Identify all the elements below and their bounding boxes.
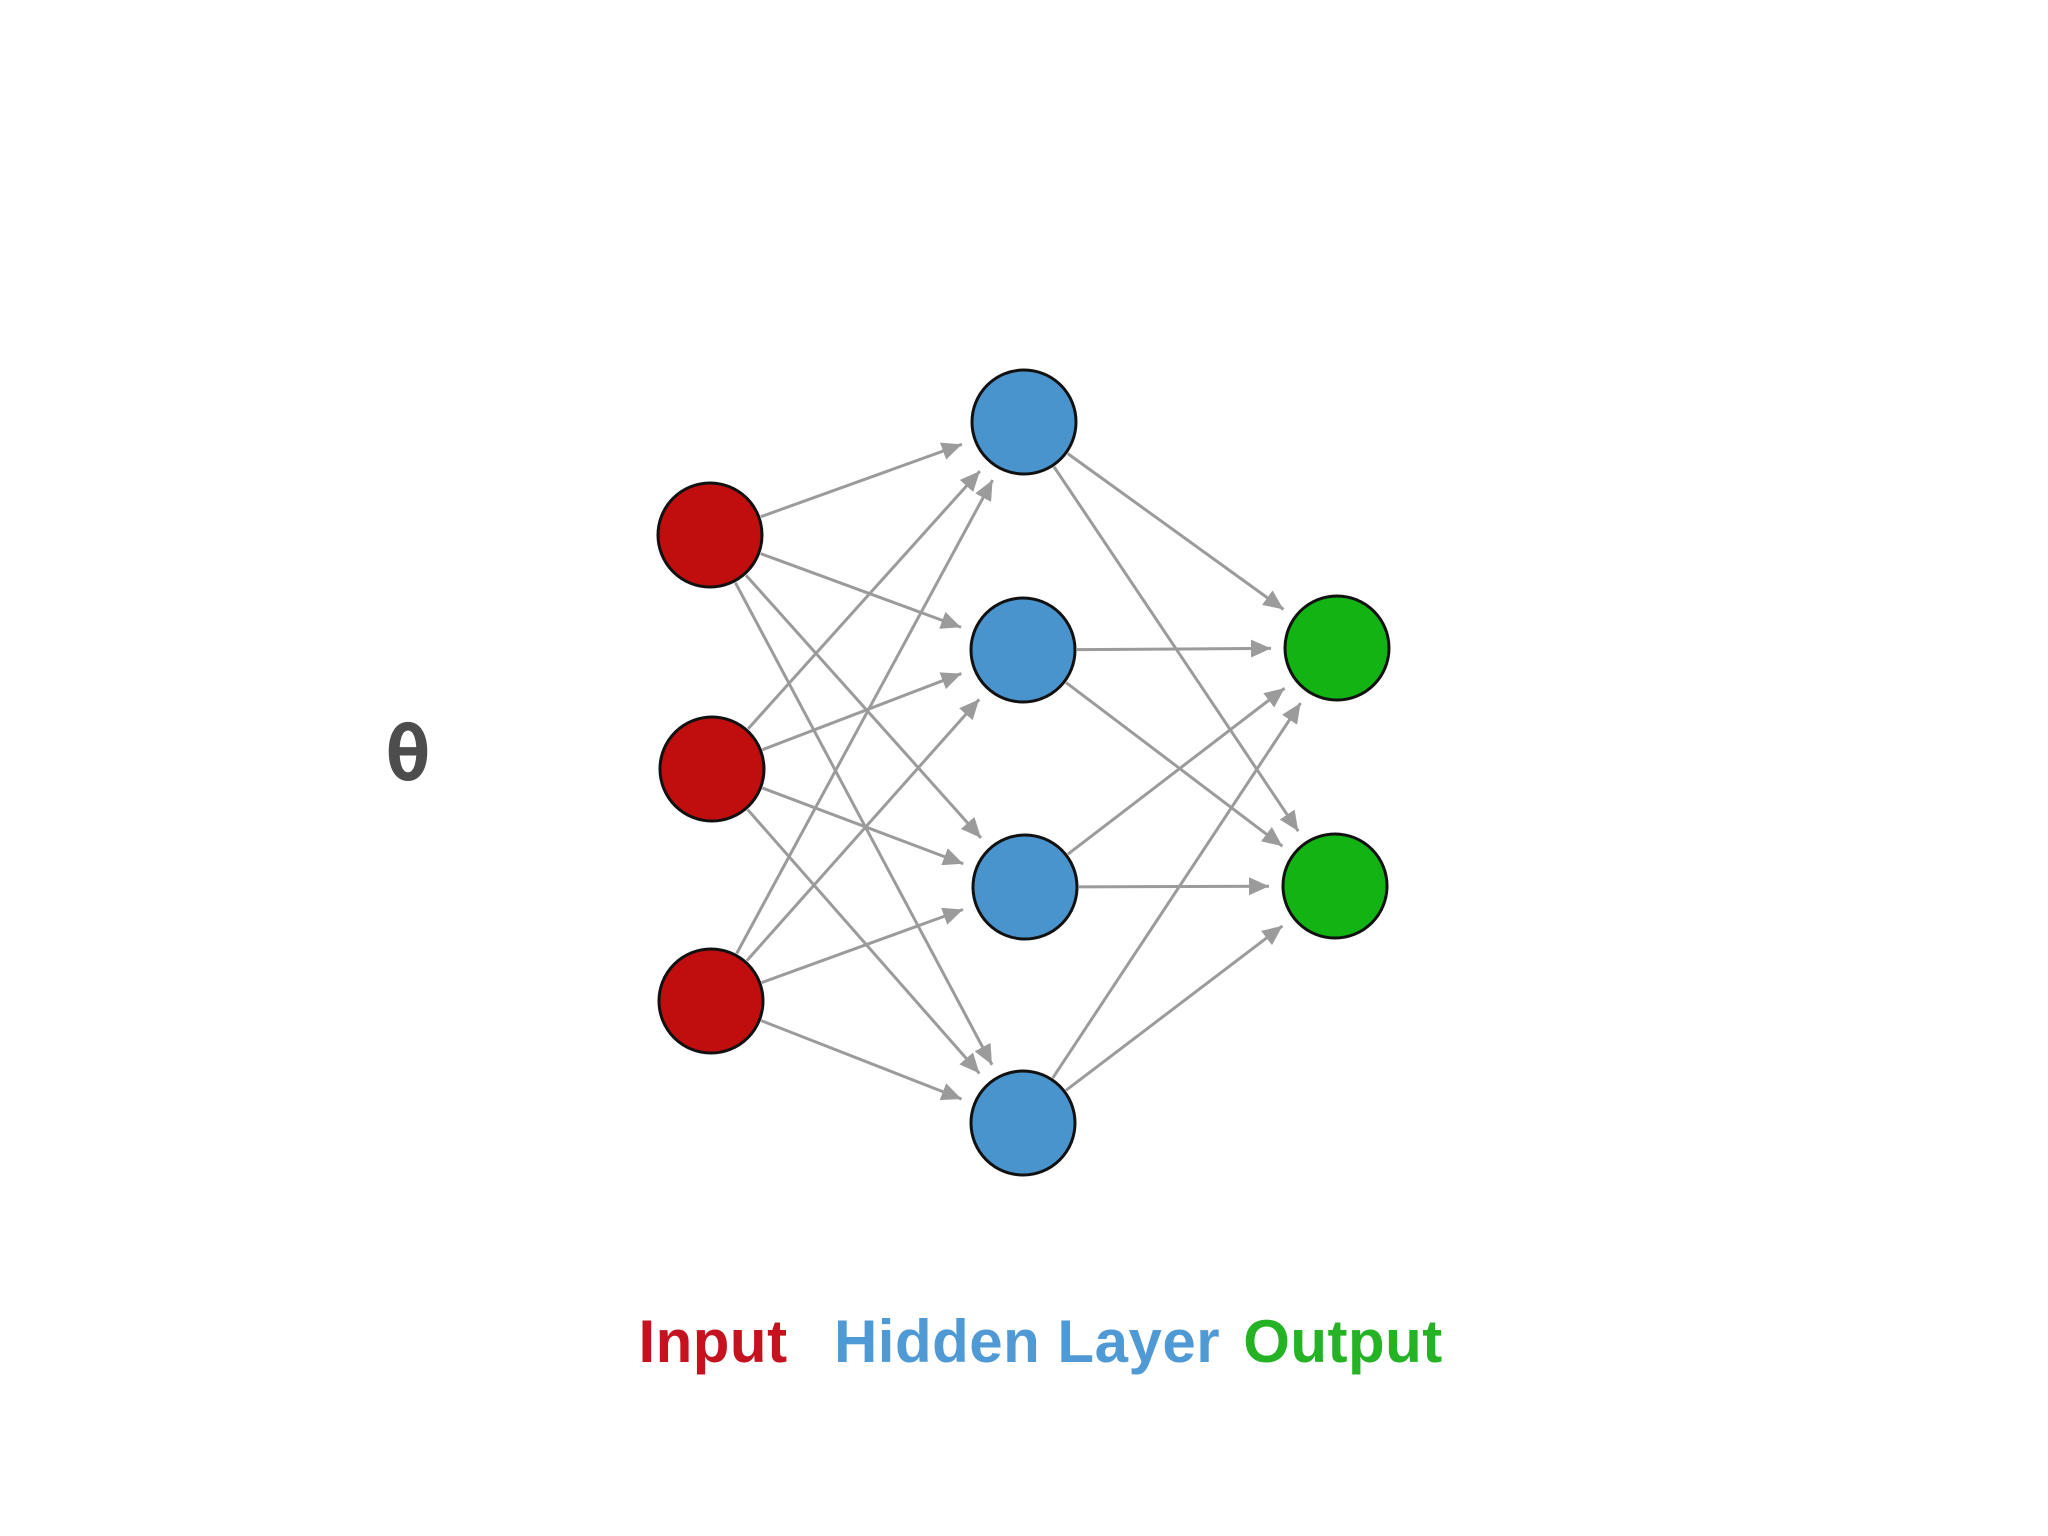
- edge-arrow-h1-o1: [1066, 452, 1285, 611]
- edge-arrow-h2-o2: [1065, 681, 1284, 848]
- edge-arrow-h2-o1: [1076, 639, 1272, 658]
- input-node-i3: [657, 947, 765, 1055]
- legend-input-label: Input: [638, 1308, 788, 1375]
- edge-arrow-h3-o1: [1066, 686, 1286, 856]
- edge-arrow-i3-h4: [760, 1019, 963, 1101]
- output-node-o1: [1283, 594, 1391, 702]
- hidden-node-h1: [970, 368, 1078, 476]
- edge-arrow-i1-h2: [760, 552, 962, 629]
- output-node-o2: [1281, 832, 1389, 940]
- edge-arrow-i2-h3: [761, 786, 964, 866]
- edge-arrow-i2-h1: [746, 470, 981, 730]
- edge-arrow-i1-h3: [744, 574, 983, 839]
- hidden-node-h2: [969, 596, 1077, 704]
- legend-hidden-layer-label: Hidden Layer: [833, 1308, 1221, 1375]
- edge-arrow-h4-o2: [1065, 924, 1284, 1092]
- edge-arrow-h4-o1: [1051, 702, 1302, 1079]
- edge-arrow-i2-h2: [761, 672, 962, 752]
- edge-arrow-i3-h3: [761, 907, 964, 984]
- hidden-node-h4: [969, 1069, 1077, 1177]
- hidden-node-h3: [971, 833, 1079, 941]
- edge-arrow-i1-h1: [760, 442, 963, 519]
- input-node-i2: [658, 715, 766, 823]
- edge-arrow-i3-h1: [735, 479, 994, 955]
- edge-arrow-h3-o2: [1078, 877, 1270, 896]
- edge-arrow-i3-h2: [745, 698, 981, 962]
- input-node-i1: [656, 481, 764, 589]
- edge-arrow-i2-h4: [746, 808, 981, 1075]
- theta-symbol: θ: [385, 709, 431, 798]
- legend-output-label: Output: [1243, 1308, 1443, 1375]
- edge-arrow-i1-h4: [734, 581, 994, 1066]
